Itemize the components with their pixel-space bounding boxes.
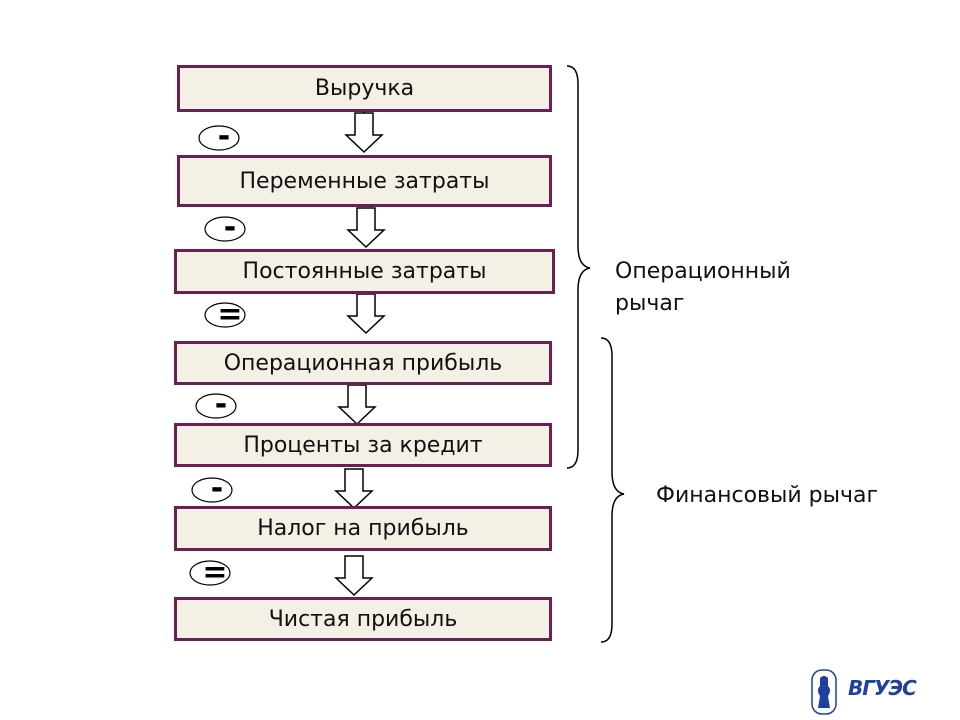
box-income-tax: Налог на прибыль (174, 506, 552, 551)
operator-ellipse-5 (191, 477, 233, 503)
operator-2: - (223, 210, 237, 245)
logo-text: ВГУЭС (848, 676, 917, 700)
down-arrow-6 (334, 555, 374, 597)
operator-ellipse-3 (204, 302, 246, 328)
logo-emblem (811, 669, 837, 715)
operator-4: - (214, 387, 228, 422)
operator-ellipse-1 (198, 125, 240, 151)
box-fixed-costs: Постоянные затраты (174, 249, 555, 294)
operator-ellipse-6 (189, 560, 231, 586)
operator-5: - (210, 471, 224, 506)
box-net-profit: Чистая прибыль (174, 597, 552, 641)
operator-6: = (202, 555, 228, 590)
down-arrow-5 (334, 468, 374, 510)
box-interest: Проценты за кредит (174, 423, 552, 467)
operator-1: - (217, 119, 231, 154)
down-arrow-3 (346, 293, 386, 335)
down-arrow-1 (344, 112, 384, 154)
operational-leverage-line2: рычаг (615, 291, 685, 316)
operational-leverage-line1: Операционный (615, 259, 791, 284)
brace-operational (566, 65, 591, 469)
down-arrow-2 (346, 207, 386, 249)
operator-ellipse-4 (195, 393, 237, 419)
arrows (334, 112, 386, 597)
operator-ellipses (189, 125, 246, 586)
box-variable-costs: Переменные затраты (177, 155, 552, 207)
financial-leverage-label: Финансовый рычаг (656, 483, 879, 508)
box-operating-profit: Операционная прибыль (174, 341, 552, 385)
operational-leverage-label: Операционный рычаг (615, 256, 791, 320)
operator-ellipse-2 (204, 216, 246, 242)
brace-financial (600, 337, 625, 643)
box-revenue: Выручка (177, 65, 552, 112)
operator-3: = (217, 297, 243, 332)
down-arrow-4 (337, 384, 377, 426)
